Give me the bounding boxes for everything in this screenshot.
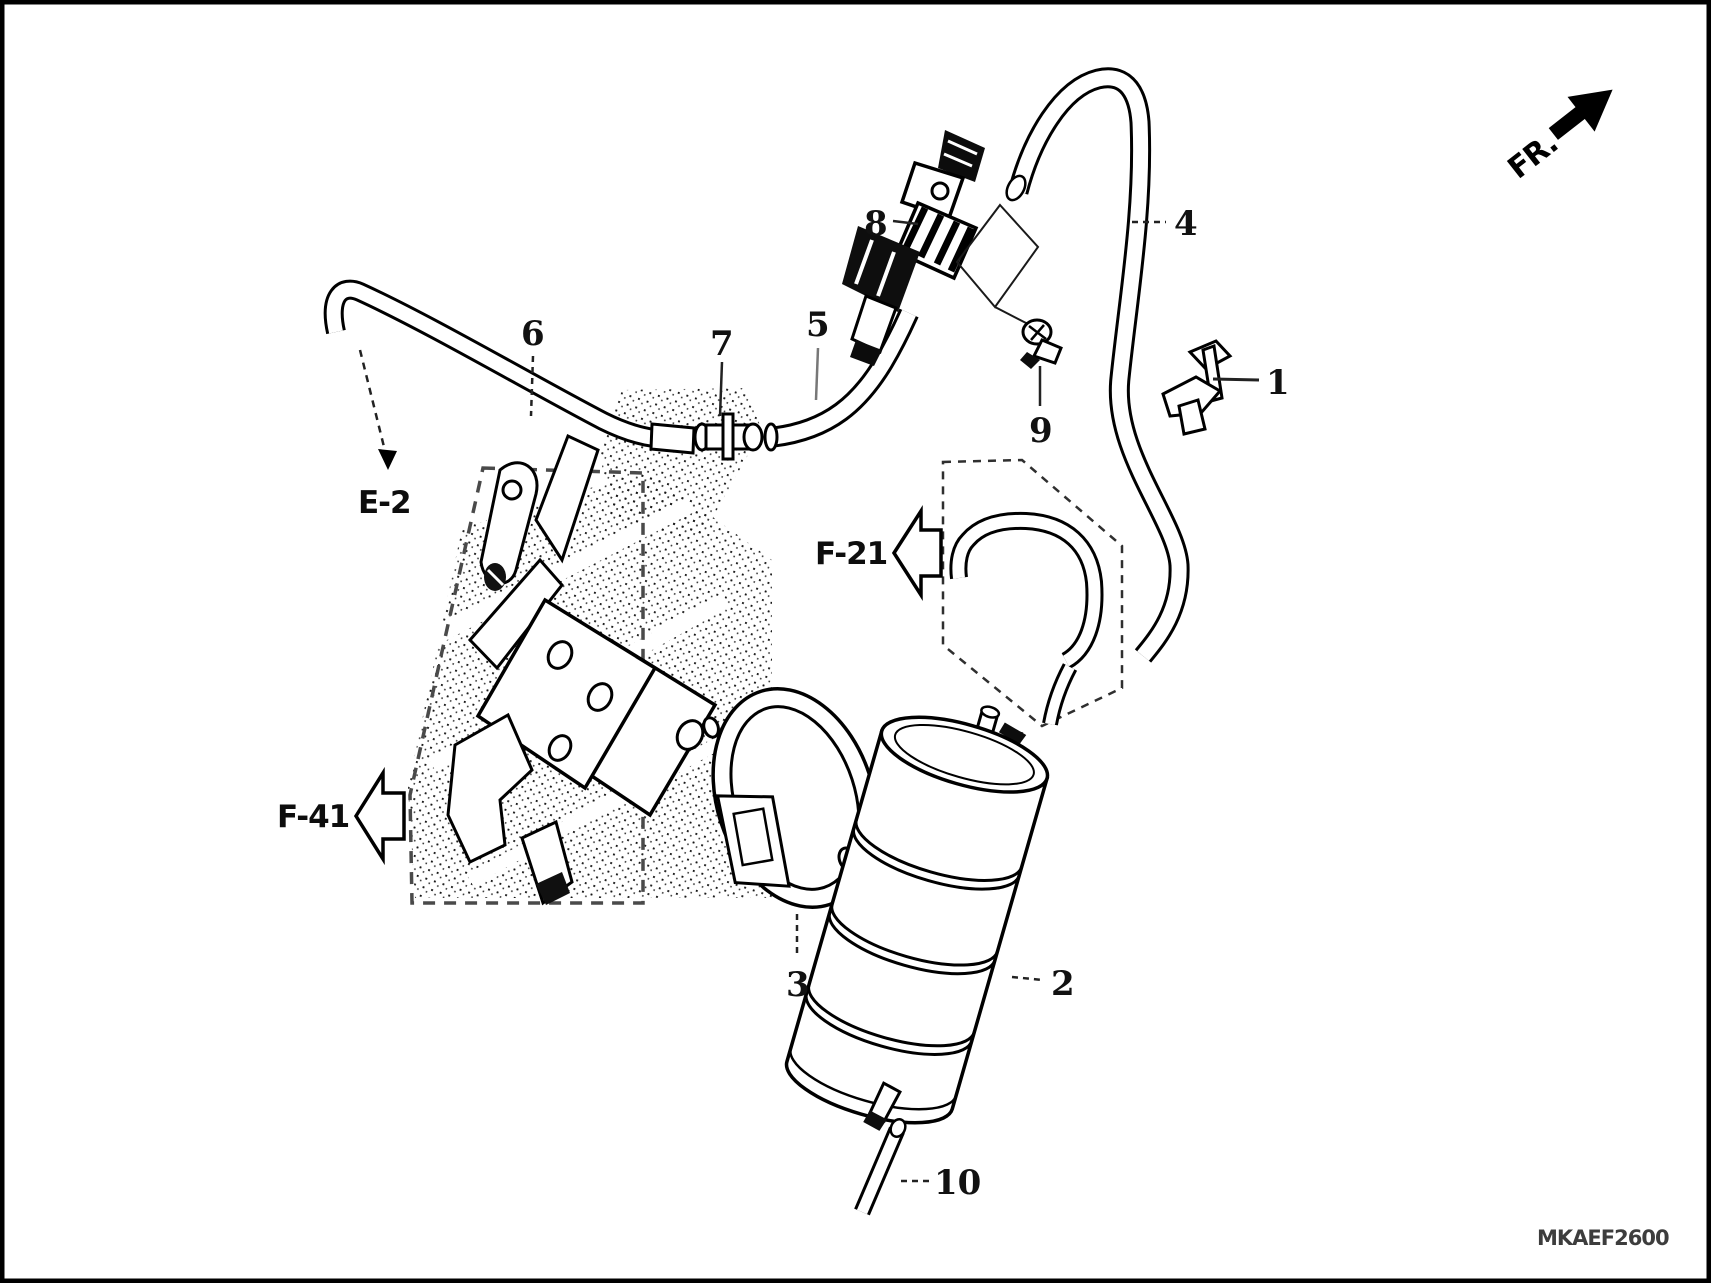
hose-bore: [952, 514, 1101, 667]
part-clip-1: [1161, 339, 1233, 436]
tube-end-cap: [763, 422, 779, 452]
callout-3: 3: [786, 965, 810, 1005]
f41-bracket-assembly: [446, 433, 718, 906]
canister-top-cap: [879, 715, 1050, 794]
bracket-strap: [534, 433, 600, 564]
clip-lower-hook: [1177, 398, 1207, 436]
e2-arrowhead: [378, 449, 397, 470]
callout-2: 2: [1051, 964, 1075, 1004]
f41-dashed-region: [408, 466, 645, 905]
part-code: MKAEF2600: [1537, 1226, 1669, 1250]
bracket-hole: [675, 719, 705, 751]
canister-band-ridge: [804, 984, 976, 1056]
callout-9: 9: [1029, 411, 1053, 451]
canister-top-rim: [893, 723, 1035, 786]
bracket-bolt-slot: [486, 568, 505, 587]
screw-flange: [1031, 338, 1063, 365]
bracket-hole: [546, 640, 574, 670]
valve-stub-tip: [850, 340, 882, 366]
ref-label-f41: F-41: [277, 799, 349, 835]
band-hole: [702, 716, 720, 739]
leader-1: [1212, 377, 1260, 382]
bracket-strap-lower: [467, 557, 564, 671]
leader-e2: [358, 349, 388, 456]
callout-7: 7: [710, 324, 734, 364]
valve-leader-panel: [955, 203, 1040, 309]
canister-bottom-rim: [789, 1047, 958, 1111]
canister-spout-tip: [863, 1110, 887, 1131]
leader-8: [892, 219, 919, 226]
bracket-hole: [586, 682, 614, 712]
canister-port-opening: [980, 705, 1001, 719]
f21-dashed-region: [941, 458, 1124, 728]
tube-bore: [326, 282, 656, 445]
leader-5: [814, 347, 820, 401]
valve-body: [842, 226, 920, 312]
callout-8: 8: [864, 204, 888, 244]
band-tab-slot: [732, 807, 774, 867]
joint-flange: [721, 412, 735, 461]
leader-2: [1011, 975, 1044, 982]
f41-arrow: [353, 766, 406, 866]
leader-lines: [358, 219, 1260, 1183]
callout-4: 4: [1174, 204, 1198, 244]
fr-orientation-mark: FR.: [1502, 89, 1613, 186]
bracket-stub-tip: [536, 872, 570, 905]
part-screw-9: [1020, 318, 1063, 369]
tube-opening: [1005, 174, 1027, 202]
callout-1: 1: [1266, 363, 1290, 403]
ref-label-f21: F-21: [815, 536, 887, 572]
bracket-plate-front: [475, 597, 658, 791]
tube-bore: [856, 1127, 903, 1215]
bracket-lower-piece: [446, 712, 534, 865]
tube-bore: [772, 309, 916, 445]
part-drain-tube-10: [854, 1118, 907, 1216]
valve-screw-leader: [994, 306, 1029, 325]
fr-arrow-head: [1567, 89, 1613, 132]
hose-stub-bore: [1045, 664, 1075, 725]
part-tube-5: [763, 308, 919, 452]
screw-tip: [1020, 352, 1040, 369]
clip-body: [1161, 375, 1223, 418]
callout-10: 10: [934, 1163, 981, 1203]
valve-body-detail: [854, 239, 896, 297]
part-solenoid-valve-8: [842, 130, 1040, 366]
tube-opening: [889, 1118, 907, 1138]
tube-connector: [649, 422, 696, 455]
part-joint-7: [693, 412, 764, 461]
joint-barb: [742, 422, 764, 452]
f21-arrow: [891, 505, 943, 601]
part-canister-2: [784, 705, 1050, 1131]
part-tube-6: [323, 279, 696, 455]
tube-bore: [1010, 70, 1187, 661]
valve-plate-hole: [930, 181, 950, 201]
bracket-hole: [547, 734, 573, 762]
canister-port-cap: [998, 722, 1027, 745]
screw-slot: [1028, 324, 1047, 341]
fr-arrow-shaft: [1548, 105, 1587, 140]
callout-6: 6: [521, 314, 545, 354]
canister-band-ridge: [851, 818, 1024, 891]
valve-coil-stripes: [901, 206, 975, 273]
bracket-hole: [501, 479, 523, 501]
f21-hose: [949, 511, 1104, 726]
leader-7: [718, 361, 724, 417]
canister-band-ridge: [827, 903, 999, 976]
part-tube-4: [1005, 67, 1190, 663]
callout-5: 5: [806, 305, 830, 345]
ref-label-e2: E-2: [358, 485, 411, 521]
valve-connector-detail: [943, 139, 978, 168]
